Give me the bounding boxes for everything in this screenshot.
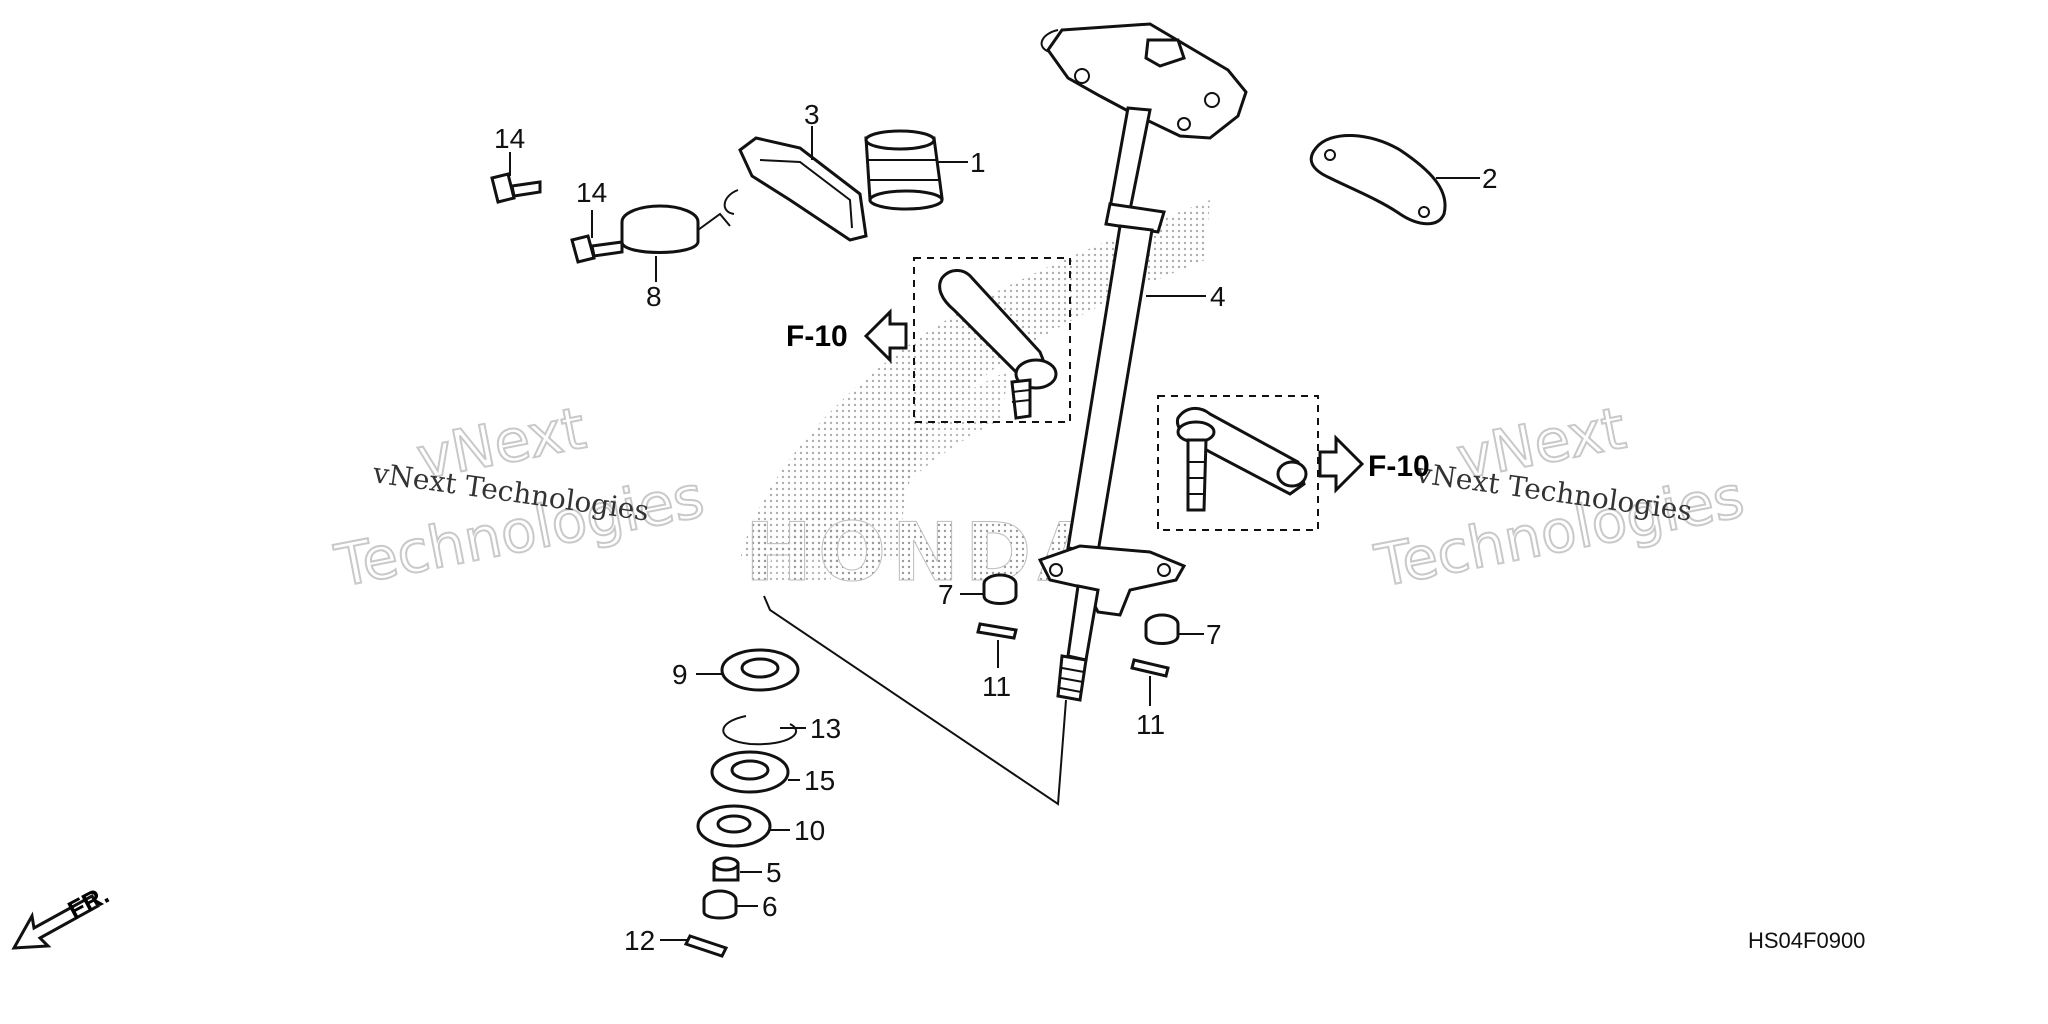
callout-14b: 14: [576, 177, 607, 208]
leader-lines: [509, 126, 1480, 941]
part-9-bearing: [720, 648, 800, 692]
part-6-nut: [702, 889, 738, 920]
callout-4: 4: [1210, 281, 1226, 312]
part-7-nut-left: [982, 573, 1018, 605]
steering-shaft: [1037, 22, 1248, 702]
ref-label-right: F-10: [1368, 450, 1430, 483]
callout-7a: 7: [938, 579, 954, 610]
background-logo-text: HONDA: [745, 506, 1105, 599]
callout-6: 6: [762, 891, 778, 922]
callout-2: 2: [1482, 163, 1498, 194]
callout-3: 3: [804, 99, 820, 130]
ref-arrow-left: F-10: [786, 308, 908, 364]
part-5-collar: [712, 856, 740, 882]
callout-8: 8: [646, 281, 662, 312]
callout-11b: 11: [1136, 709, 1165, 740]
part-1-boot: [864, 129, 944, 211]
part-14-bolt-lower: [570, 234, 624, 264]
callout-12: 12: [624, 925, 655, 956]
part-2-cover-plate: [1309, 134, 1447, 226]
part-10-seal: [696, 804, 772, 848]
callout-14a: 14: [494, 123, 525, 154]
part-14-bolt-upper: [490, 172, 542, 204]
ref-arrow-right: F-10: [1318, 434, 1430, 494]
background-wing-logo: HONDA: [740, 200, 1210, 600]
part-8-clamp: [620, 204, 731, 254]
tie-rod-end-right: [1157, 395, 1319, 531]
assembly-line: [763, 595, 1067, 806]
callout-10: 10: [794, 815, 825, 846]
diagram-code: HS04F0900: [1748, 928, 1865, 953]
ref-label-left: F-10: [786, 320, 848, 353]
part-3-holder: [723, 136, 868, 242]
part-15-bearing: [710, 750, 790, 794]
part-7-nut-right: [1144, 613, 1180, 645]
part-11-pin-left: [976, 622, 1018, 640]
callout-11a: 11: [982, 671, 1011, 702]
tie-rod-end-left: [913, 257, 1071, 423]
front-direction-arrow: FR.: [11, 879, 114, 950]
callout-9: 9: [672, 659, 688, 690]
part-13-circlip: [722, 715, 798, 746]
callout-5: 5: [766, 857, 782, 888]
part-12-cotter-pin: [683, 934, 729, 958]
callout-7b: 7: [1206, 619, 1222, 650]
part-11-pin-right: [1130, 658, 1170, 678]
callout-15: 15: [804, 765, 835, 796]
callout-13: 13: [810, 713, 841, 744]
callout-1: 1: [970, 147, 986, 178]
